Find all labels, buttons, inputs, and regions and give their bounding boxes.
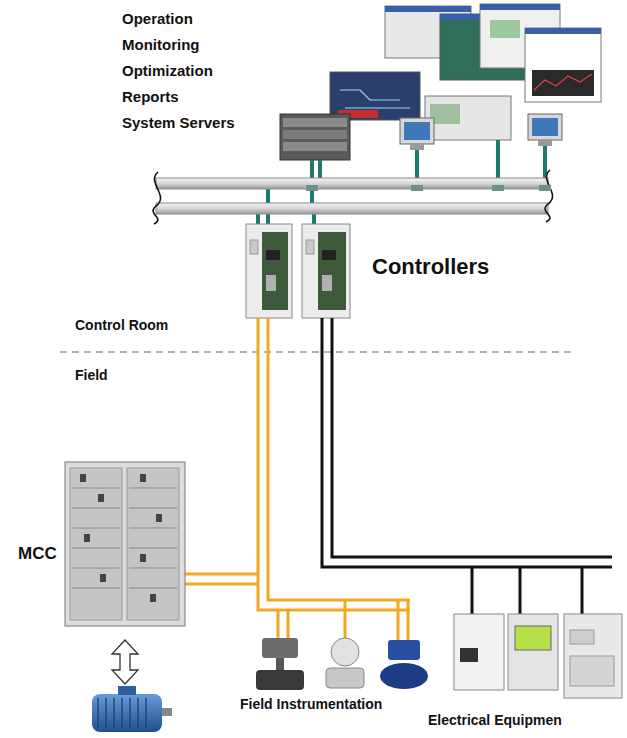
circuit-board xyxy=(262,232,288,310)
valve-stem xyxy=(276,658,284,670)
electrical-wire xyxy=(322,318,612,567)
card-port xyxy=(250,240,258,254)
fieldbus-drop xyxy=(344,600,347,640)
group-label: Controllers xyxy=(372,254,489,279)
screen-window xyxy=(525,28,601,102)
equipment-label: MCC xyxy=(18,544,57,564)
menu-label: Monitoring xyxy=(122,36,199,53)
trend-panel xyxy=(532,70,594,96)
fieldbus-drop xyxy=(278,610,288,640)
ball-valve-actuator xyxy=(388,640,420,660)
motor-shaft xyxy=(162,708,172,716)
relay-panel xyxy=(564,614,622,698)
protection-relay xyxy=(508,614,558,690)
mcc-cabinet xyxy=(65,462,185,626)
server-rack xyxy=(280,114,350,160)
card-port xyxy=(306,240,314,254)
electrical-wire xyxy=(332,318,612,557)
double-arrow xyxy=(112,640,138,684)
cabinet-body xyxy=(65,462,185,626)
fieldbus-drop xyxy=(398,600,408,640)
panel-module xyxy=(570,630,594,644)
server-unit xyxy=(283,142,347,151)
menu-label: Reports xyxy=(122,88,179,105)
window-titlebar xyxy=(385,6,471,12)
controller-card xyxy=(302,224,350,318)
screen-window xyxy=(425,96,511,140)
fieldbus-wires xyxy=(185,318,410,640)
bus-connector xyxy=(539,185,551,191)
menu-label: Optimization xyxy=(122,62,213,79)
window-titlebar xyxy=(525,28,601,34)
screen-graphic xyxy=(490,20,520,38)
terminal-box xyxy=(118,686,136,695)
screen-graphic xyxy=(340,90,410,108)
bus-pipe xyxy=(156,203,548,214)
operator-screens xyxy=(330,4,601,140)
trend-line xyxy=(534,74,592,90)
chip xyxy=(266,250,280,260)
screen-window xyxy=(330,72,420,120)
menu-label: System Servers xyxy=(122,114,235,131)
chip xyxy=(322,250,336,260)
circuit-board xyxy=(318,232,346,310)
zone-label: Control Room xyxy=(75,317,168,333)
cabinet-section xyxy=(70,468,122,620)
bus-connector xyxy=(492,185,504,191)
flow-meter xyxy=(326,668,364,688)
server-chassis xyxy=(280,114,350,160)
controller-cards xyxy=(246,224,350,318)
bus-pipe xyxy=(156,178,548,189)
monitor-screen xyxy=(532,118,558,136)
bus-connector xyxy=(411,185,423,191)
valve-actuator xyxy=(262,638,298,658)
controller-card xyxy=(246,224,292,318)
chip xyxy=(266,275,276,291)
server-unit xyxy=(283,118,347,127)
fieldbus-wire xyxy=(185,573,258,576)
equipment-label: Electrical Equipmen xyxy=(428,712,562,728)
electrical-drop xyxy=(472,567,582,614)
workstation-monitor xyxy=(400,118,434,144)
drive-display xyxy=(460,648,478,662)
valve-body xyxy=(256,670,304,690)
menu-label: Operation xyxy=(122,10,193,27)
field-instruments xyxy=(256,638,428,690)
break-mark xyxy=(153,172,160,224)
motor-body xyxy=(92,694,162,732)
window-titlebar xyxy=(480,4,560,10)
boundary-line xyxy=(60,351,575,353)
workstation-monitor xyxy=(528,114,562,140)
relay-display xyxy=(515,626,551,650)
workstations xyxy=(400,114,562,150)
network-bus xyxy=(153,170,552,224)
equipment-label: Field Instrumentation xyxy=(240,696,382,712)
drive-unit xyxy=(454,614,504,690)
cooling-fins xyxy=(98,698,146,728)
network-drop xyxy=(496,140,500,184)
electric-motor xyxy=(92,686,172,732)
bus-connector xyxy=(306,185,318,191)
monitor-screen xyxy=(404,122,430,140)
electrical-equipment xyxy=(454,614,622,698)
chip xyxy=(322,275,332,291)
monitor-base xyxy=(538,140,552,146)
monitor-base xyxy=(410,144,424,150)
panel-module xyxy=(570,656,614,686)
ball-valve-body xyxy=(380,663,428,689)
transmitter-head xyxy=(331,638,359,666)
drawer-handles xyxy=(80,474,162,602)
electrical-wires xyxy=(322,318,612,614)
server-unit xyxy=(283,130,347,139)
fieldbus-wire xyxy=(185,583,258,586)
zone-label: Field xyxy=(75,367,108,383)
break-mark xyxy=(545,170,552,222)
